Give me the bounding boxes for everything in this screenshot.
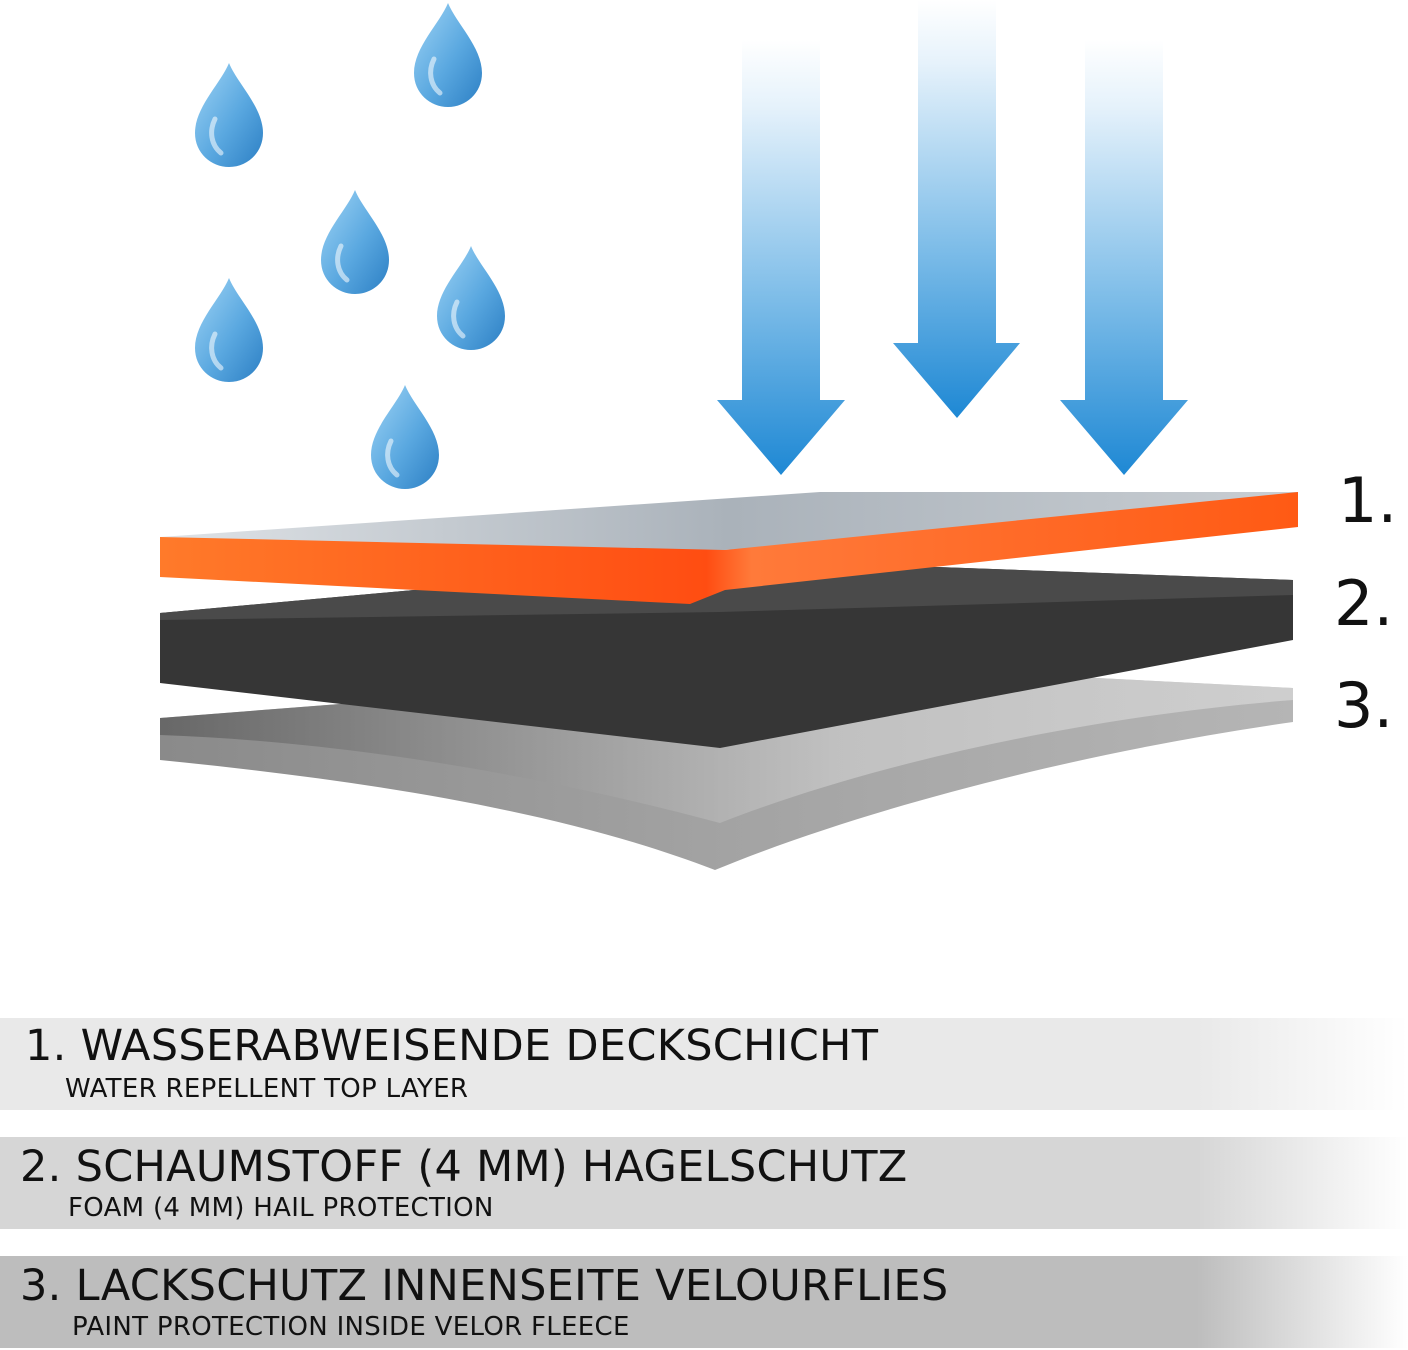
layer-number-1: 1. [1338,464,1398,537]
legend-subtitle-3: PAINT PROTECTION INSIDE VELOR FLEECE [72,1312,630,1342]
layer-diagram [160,0,1298,870]
down-arrow-icon [717,40,845,475]
layer-foam [160,560,1293,748]
layer-top [160,492,1298,604]
layer-number-3: 3. [1334,669,1394,742]
legend-row-2: 2. SCHAUMSTOFF (4 MM) HAGELSCHUTZ FOAM (… [0,1137,1408,1229]
legend-title-1: 1. WASSERABWEISENDE DECKSCHICHT [25,1021,879,1071]
water-drop-icon [321,190,389,294]
legend-title-2: 2. SCHAUMSTOFF (4 MM) HAGELSCHUTZ [20,1142,908,1192]
down-arrow-icon [1060,40,1188,475]
water-drop-icon [371,385,439,489]
layer-number-2: 2. [1334,567,1394,640]
water-drop-icon [195,63,263,167]
water-drop-icon [414,3,482,107]
legend-row-3: 3. LACKSCHUTZ INNENSEITE VELOURFLIES PAI… [0,1256,1408,1348]
legend-row-1: 1. WASSERABWEISENDE DECKSCHICHT WATER RE… [0,1018,1408,1110]
down-arrow-icon [893,0,1020,418]
legend-title-3: 3. LACKSCHUTZ INNENSEITE VELOURFLIES [20,1261,949,1311]
water-drop-icon [437,246,505,350]
legend-subtitle-2: FOAM (4 MM) HAIL PROTECTION [68,1193,494,1223]
water-drop-icon [195,278,263,382]
legend-subtitle-1: WATER REPELLENT TOP LAYER [65,1074,469,1104]
